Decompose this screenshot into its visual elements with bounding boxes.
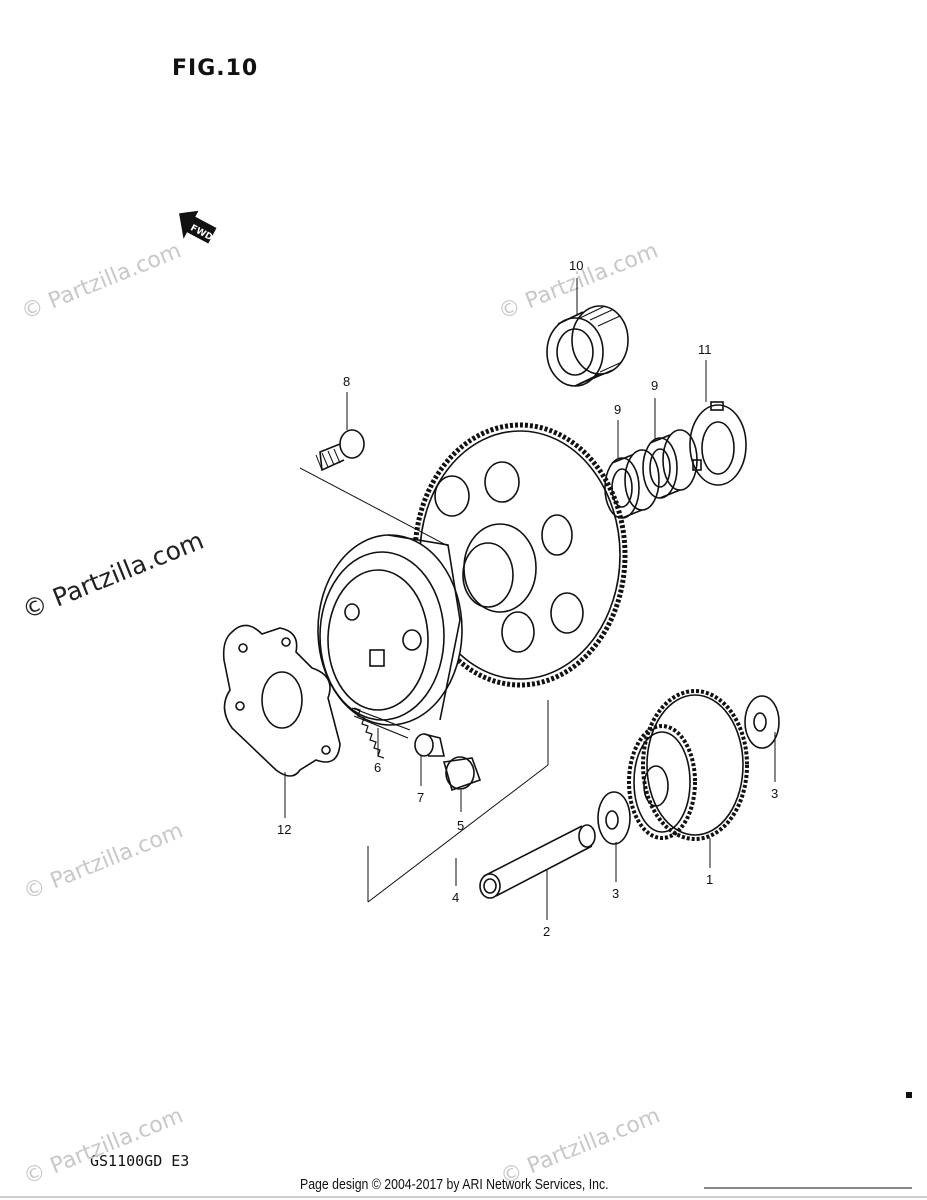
callout-1: 1 — [706, 872, 713, 887]
callout-8: 8 — [343, 374, 350, 389]
corner-mark — [906, 1092, 912, 1098]
fwd-arrow-icon: FWD — [179, 210, 217, 244]
callout-4: 4 — [452, 890, 459, 905]
part-7-pin — [414, 733, 445, 757]
part-11-washer — [689, 401, 747, 486]
part-4-clutch-housing — [317, 534, 463, 726]
part-10-bearing — [546, 305, 629, 387]
callout-10: 10 — [569, 258, 583, 273]
part-3-washer-lower — [597, 791, 631, 845]
part-2-shaft — [479, 824, 596, 899]
callout-11: 11 — [698, 342, 712, 357]
callout-9-left: 9 — [614, 402, 621, 417]
callout-6: 6 — [374, 760, 381, 775]
part-9-bearing-right — [642, 429, 698, 499]
part-1-idle-gear — [627, 689, 749, 841]
part-5-roller — [442, 756, 482, 792]
callout-7: 7 — [417, 790, 424, 805]
part-6-spring — [351, 707, 411, 759]
footer-copyright: Page design © 2004-2017 by ARI Network S… — [300, 1176, 609, 1193]
callout-3-lower: 3 — [612, 886, 619, 901]
callout-5: 5 — [457, 818, 464, 833]
figure-title: FIG.10 — [172, 56, 259, 81]
part-3-washer-upper — [744, 695, 780, 749]
callout-3-upper: 3 — [771, 786, 778, 801]
model-code: GS1100GD E3 — [90, 1152, 190, 1170]
callout-2: 2 — [543, 924, 550, 939]
callout-12: 12 — [277, 822, 291, 837]
part-8-screw — [315, 429, 365, 472]
part-12-plate — [222, 624, 341, 777]
callout-9-right: 9 — [651, 378, 658, 393]
